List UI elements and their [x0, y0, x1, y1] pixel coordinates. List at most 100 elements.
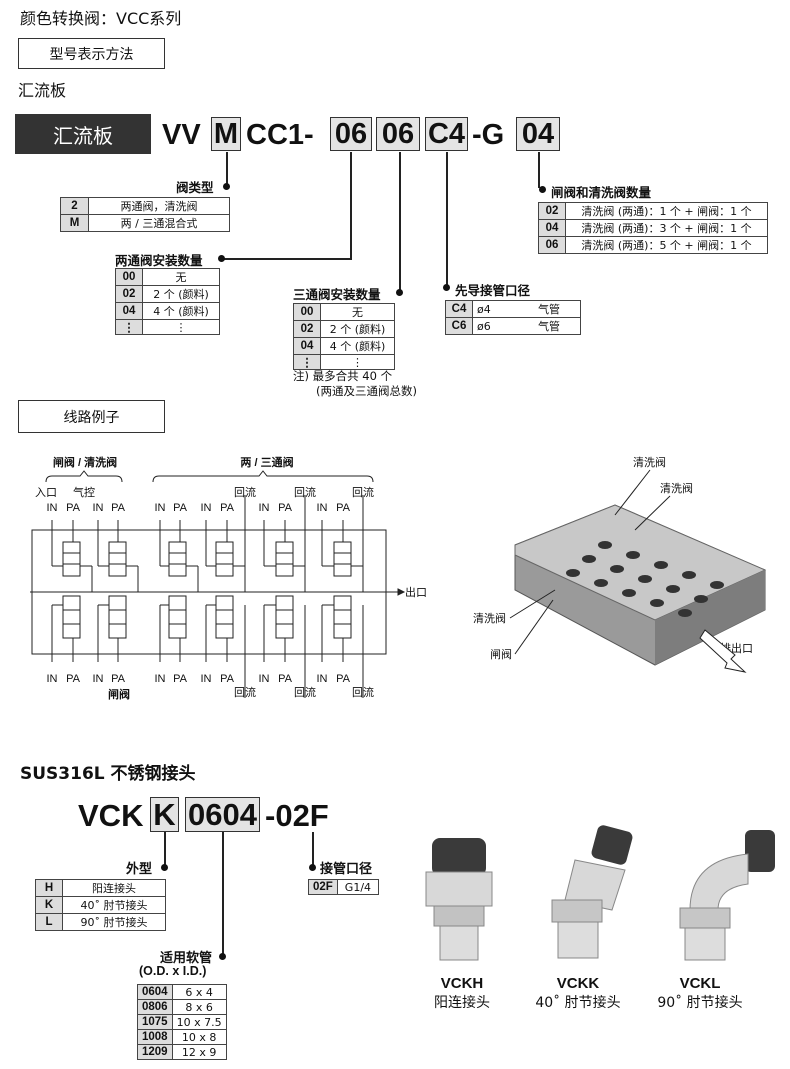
port-hole	[650, 599, 664, 607]
code-prefix: VV	[162, 119, 201, 151]
tube-label: 适用软管	[160, 951, 213, 966]
port-label: PA	[220, 673, 235, 685]
port-label: IN	[47, 502, 58, 514]
port-hole	[638, 575, 652, 583]
port-label: PA	[220, 502, 235, 514]
port-hole	[566, 569, 580, 577]
valve-symbol-top	[275, 541, 294, 577]
port-label: IN	[155, 673, 166, 685]
port-hole	[682, 571, 696, 579]
valve-symbol-top	[62, 541, 81, 577]
port-label: PA	[111, 673, 126, 685]
code-gate: 04	[516, 117, 560, 151]
section-model: 型号表示方法	[18, 38, 165, 69]
circuit-diagram: 闸阀 / 清洗阀 两 / 三通阀 入口 气控 出口 闸阀 INININININI…	[30, 455, 427, 701]
fitting-shape-code: K	[150, 797, 179, 832]
code-type: M	[211, 117, 241, 151]
port-label: 回流	[234, 685, 256, 699]
inlet-label: 入口	[35, 487, 57, 499]
manifold-heading: 汇流板	[18, 81, 67, 100]
port-label: IN	[259, 502, 270, 514]
gate-label: 闸阀	[108, 687, 130, 701]
port-label: 接管口径	[320, 862, 373, 877]
port-label: PA	[111, 502, 126, 514]
fitting-tube-code: 0604	[185, 797, 260, 832]
note-1: 注) 最多合共 40 个	[293, 369, 393, 383]
valve-symbol-top	[333, 541, 352, 577]
port-hole	[594, 579, 608, 587]
valve-symbol-top	[168, 541, 187, 577]
port-label: IN	[201, 673, 212, 685]
note-2: (两通及三通阀总数)	[316, 384, 417, 398]
port-label: 回流	[234, 485, 256, 499]
valve-symbol-bottom	[275, 595, 294, 639]
manifold-photo: 清洗阀 清洗阀 清洗阀 闸阀 排出口	[473, 455, 767, 673]
port-hole	[598, 541, 612, 549]
page-title: 颜色转换阀：VCC系列	[20, 9, 182, 28]
valve-symbol-top	[108, 541, 127, 577]
port-label: IN	[317, 673, 328, 685]
group1-label: 闸阀 / 清洗阀	[53, 455, 117, 469]
port-hole	[582, 555, 596, 563]
fitting-heading: SUS316L 不锈钢接头	[20, 764, 196, 784]
valve-symbol-bottom	[333, 595, 352, 639]
port-label: PA	[336, 673, 351, 685]
gate-valve-label: 闸阀	[490, 647, 512, 661]
port-label: PA	[278, 502, 293, 514]
pilot-air-label: 气控	[73, 485, 95, 499]
fitting-port-code: -02F	[265, 798, 329, 833]
port-label: 回流	[294, 685, 316, 699]
port-label: PA	[336, 502, 351, 514]
valve-symbol-bottom	[215, 595, 234, 639]
port-label: IN	[93, 673, 104, 685]
pilot-label: 先导接管口径	[455, 283, 531, 298]
port-label: IN	[155, 502, 166, 514]
bracket-1	[45, 470, 123, 483]
port-hole	[694, 595, 708, 603]
port-hole	[626, 551, 640, 559]
port-hole	[710, 581, 724, 589]
code-two-way: 06	[330, 117, 372, 151]
section-circuit: 线路例子	[18, 400, 165, 433]
port-label: IN	[259, 673, 270, 685]
port-label: PA	[173, 673, 188, 685]
vckh-image	[425, 838, 493, 961]
code-mid: CC1-	[246, 119, 314, 151]
port-hole	[678, 609, 692, 617]
port-hole	[610, 565, 624, 573]
purge-label-2: 清洗阀	[660, 481, 693, 495]
group2-label: 两 / 三通阀	[240, 455, 293, 469]
port-label: 回流	[352, 685, 374, 699]
code-three-way: 06	[376, 117, 420, 151]
port-label: PA	[278, 673, 293, 685]
vckl-image	[679, 830, 775, 961]
valve-symbol-bottom	[168, 595, 187, 639]
purge-label-3: 清洗阀	[473, 611, 506, 625]
port-hole	[654, 561, 668, 569]
code-pilot: C4	[425, 117, 468, 151]
valve-symbol-bottom	[62, 595, 81, 639]
fitting-prefix: VCK	[78, 798, 144, 833]
shape-label: 外型	[126, 862, 153, 877]
two-way-label: 两通阀安装数量	[115, 253, 203, 268]
valve-symbol-top	[215, 541, 234, 577]
port-hole	[622, 589, 636, 597]
port-label: 回流	[352, 485, 374, 499]
tube-label-2: (O.D. x I.D.)	[139, 964, 207, 978]
purge-label-1: 清洗阀	[633, 455, 666, 469]
manifold-badge: 汇流板	[15, 114, 151, 154]
port-label: PA	[173, 502, 188, 514]
vckk-image	[551, 825, 633, 959]
code-g: -G	[472, 119, 505, 151]
